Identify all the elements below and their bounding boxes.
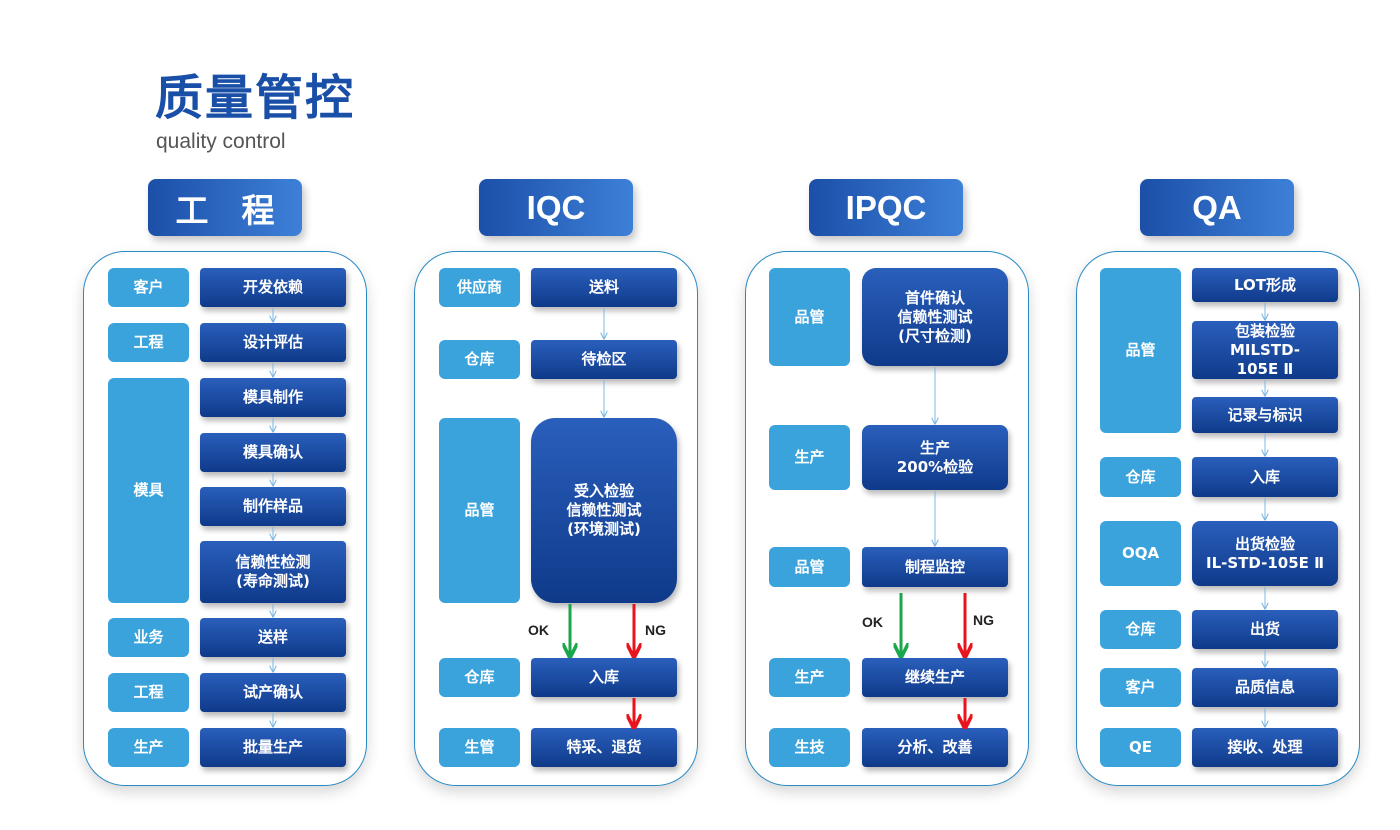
ok-label: OK: [862, 614, 883, 630]
step-box: 接收、处理: [1192, 728, 1338, 767]
step-box: 开发依赖: [200, 268, 346, 307]
step-box: 出货: [1192, 610, 1338, 649]
role-box: 模具: [108, 378, 189, 603]
role-box: 生产: [769, 425, 850, 490]
role-box: 仓库: [439, 340, 520, 379]
step-box: 试产确认: [200, 673, 346, 712]
step-box: 信赖性检测 (寿命测试): [200, 541, 346, 603]
column-header-engineering: 工 程: [148, 179, 302, 236]
role-box: 仓库: [1100, 610, 1181, 649]
step-box: 送料: [531, 268, 677, 307]
role-box: 业务: [108, 618, 189, 657]
step-box: 分析、改善: [862, 728, 1008, 767]
step-box: 首件确认 信赖性测试 (尺寸检测): [862, 268, 1008, 366]
ng-label: NG: [645, 622, 666, 638]
page-subtitle: quality control: [156, 130, 286, 153]
step-box: LOT形成: [1192, 268, 1338, 302]
step-box: 设计评估: [200, 323, 346, 362]
step-box: 模具制作: [200, 378, 346, 417]
column-header-ipqc: IPQC: [809, 179, 963, 236]
role-box: 客户: [1100, 668, 1181, 707]
ng-label: NG: [973, 612, 994, 628]
step-box: 制作样品: [200, 487, 346, 526]
step-box: 包装检验 MILSTD- 105E Ⅱ: [1192, 321, 1338, 379]
step-box: 出货检验 IL-STD-105E Ⅱ: [1192, 521, 1338, 586]
step-box: 受入检验 信赖性测试 (环境测试): [531, 418, 677, 603]
role-box: 品管: [439, 418, 520, 603]
role-box: 生产: [769, 658, 850, 697]
role-box: 品管: [769, 268, 850, 366]
role-box: 仓库: [1100, 457, 1181, 497]
step-box: 送样: [200, 618, 346, 657]
role-box: 生产: [108, 728, 189, 767]
role-box: 生管: [439, 728, 520, 767]
role-box: 品管: [769, 547, 850, 587]
step-box: 生产 200%检验: [862, 425, 1008, 490]
step-box: 品质信息: [1192, 668, 1338, 707]
step-box: 入库: [531, 658, 677, 697]
step-box: 记录与标识: [1192, 397, 1338, 433]
step-box: 制程监控: [862, 547, 1008, 587]
role-box: 仓库: [439, 658, 520, 697]
step-box: 待检区: [531, 340, 677, 379]
page-title: 质量管控: [155, 70, 356, 126]
role-box: QE: [1100, 728, 1181, 767]
role-box: 工程: [108, 323, 189, 362]
column-header-iqc: IQC: [479, 179, 633, 236]
step-box: 模具确认: [200, 433, 346, 472]
role-box: 客户: [108, 268, 189, 307]
role-box: 品管: [1100, 268, 1181, 433]
column-header-qa: QA: [1140, 179, 1294, 236]
step-box: 批量生产: [200, 728, 346, 767]
role-box: 工程: [108, 673, 189, 712]
step-box: 入库: [1192, 457, 1338, 497]
ok-label: OK: [528, 622, 549, 638]
role-box: 供应商: [439, 268, 520, 307]
step-box: 特采、退货: [531, 728, 677, 767]
role-box: OQA: [1100, 521, 1181, 586]
role-box: 生技: [769, 728, 850, 767]
step-box: 继续生产: [862, 658, 1008, 697]
